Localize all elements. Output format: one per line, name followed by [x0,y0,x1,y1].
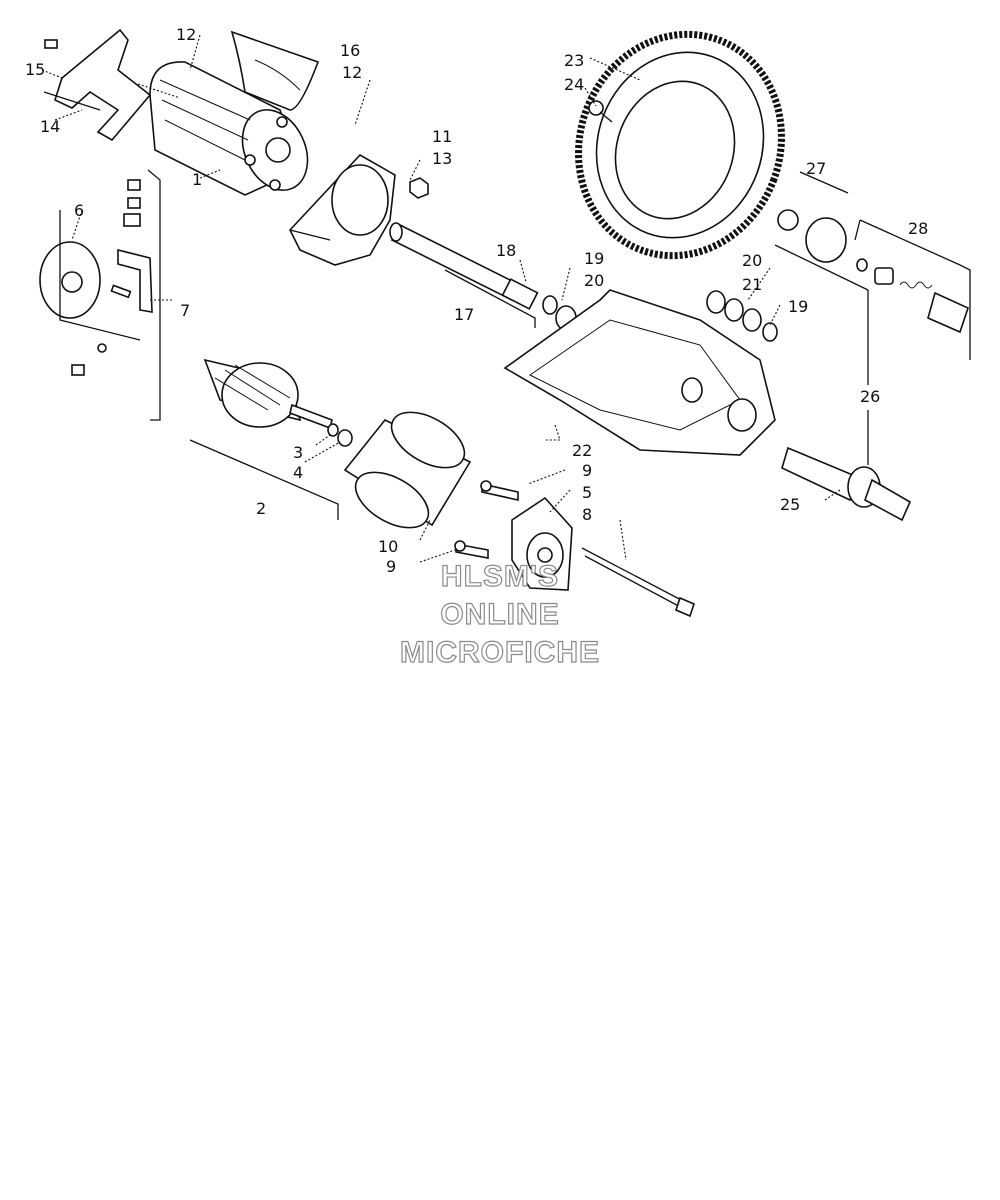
starter-cover [230,30,320,111]
callout-22: 22 [572,441,592,460]
callout-21: 21 [742,275,762,294]
mount-plate [289,153,396,266]
watermark-line-1: HLSM'S [440,559,560,593]
callout-20-right: 20 [742,251,762,270]
callout-8: 8 [582,505,592,524]
callout-15: 15 [25,60,45,79]
callout-13: 13 [432,149,452,168]
callout-9-top: 9 [582,461,592,480]
callout-6: 6 [74,201,84,220]
watermark-line-3: MICROFICHE [399,635,600,669]
callout-25: 25 [780,495,800,514]
mounting-bracket [43,28,152,142]
callout-26: 26 [860,387,880,406]
drive-shaft [389,222,539,310]
callout-10: 10 [378,537,398,556]
callout-4: 4 [293,463,303,482]
callout-18: 18 [496,241,516,260]
callout-16: 16 [340,41,360,60]
callout-7: 7 [180,301,190,320]
callout-24: 24 [564,75,584,94]
bolts [454,480,695,618]
callout-12-mid: 12 [342,63,362,82]
leader-lines [41,34,971,563]
watermark-line-2: ONLINE [440,597,560,631]
callout-20-center: 20 [584,271,604,290]
callout-12-top: 12 [176,25,196,44]
callout-17: 17 [454,305,474,324]
callout-2: 2 [256,499,266,518]
callout-5: 5 [582,483,592,502]
washer-set-right [706,290,778,342]
output-shaft [781,446,912,522]
callout-14: 14 [40,117,60,136]
pinion-gear [777,209,969,334]
callout-9-bottom: 9 [386,557,396,576]
screw [588,100,613,123]
nut [409,177,429,199]
callout-27: 27 [806,159,826,178]
armature-washers [327,423,353,447]
brush-holder [39,179,153,376]
callout-3: 3 [293,443,303,462]
callout-19-right: 19 [788,297,808,316]
callout-11: 11 [432,127,452,146]
starter-motor [149,61,309,196]
callout-labels: 1 2 3 4 5 6 7 8 9 9 10 11 12 12 13 14 15… [25,25,928,576]
ring-gear [575,30,785,260]
callout-28: 28 [908,219,928,238]
callout-23: 23 [564,51,584,70]
armature [203,358,333,430]
callout-1: 1 [192,170,202,189]
base-plate [503,289,776,456]
yoke-housing [343,411,472,529]
end-cover [511,496,573,591]
callout-19-center: 19 [584,249,604,268]
